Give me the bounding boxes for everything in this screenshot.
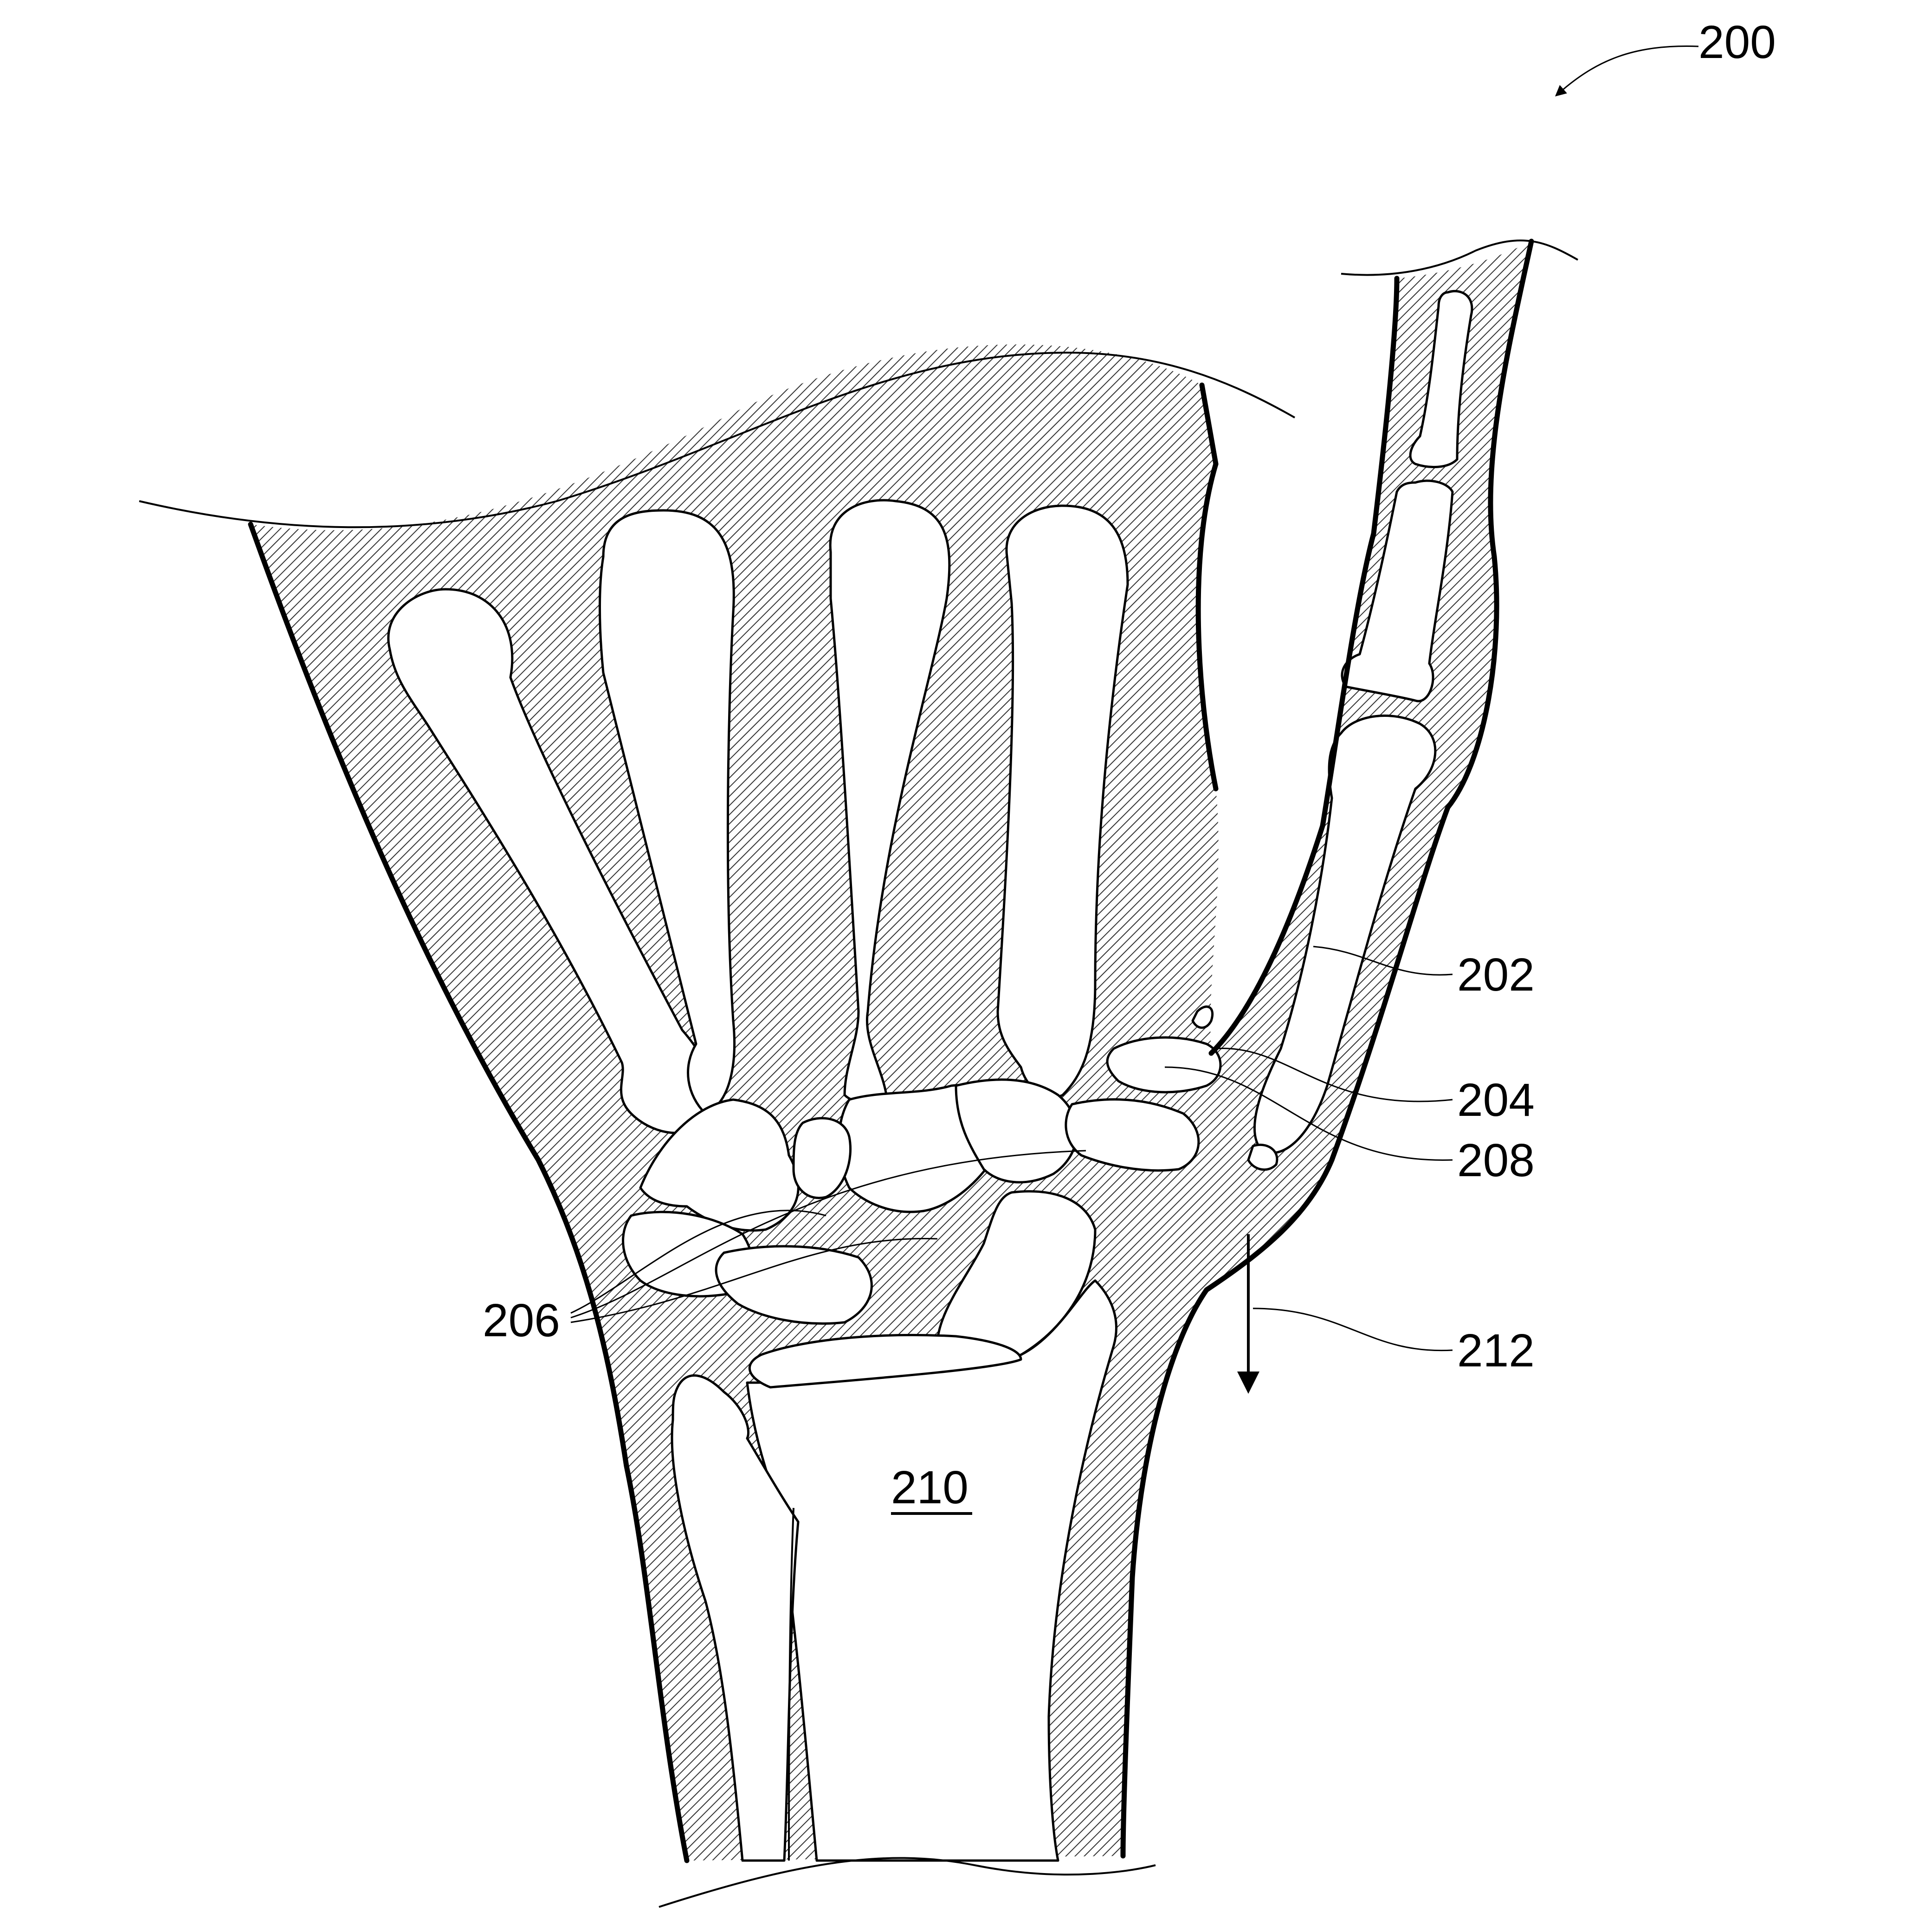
- carpal-distal-radius-row: [748, 1333, 1022, 1389]
- leader-202: [1313, 946, 1453, 976]
- metacarpal-3: [829, 499, 951, 1103]
- skin-outline-thumb-outer: [1329, 238, 1534, 1163]
- metacarpal-4: [599, 509, 736, 1115]
- carpal-trapezoid: [955, 1078, 1078, 1184]
- label-210: 210: [891, 1462, 968, 1513]
- ulna-inner-line: [788, 1507, 794, 1861]
- bone-chip: [1191, 1005, 1214, 1029]
- label-206: 206: [483, 1294, 560, 1346]
- skin-outline-finger-edge: [1195, 382, 1219, 792]
- label-202: 202: [1457, 949, 1535, 1001]
- label-200: 200: [1698, 16, 1776, 68]
- leader-206-a: [570, 1210, 826, 1314]
- cut-line-thumb: [1341, 239, 1578, 276]
- skin-outline-left: [248, 522, 690, 1863]
- label-204: 204: [1457, 1074, 1535, 1126]
- hand-soft-tissue: [251, 241, 1531, 1861]
- ulna: [671, 1374, 800, 1862]
- carpal-lunate: [715, 1245, 873, 1325]
- bone-chip-2: [1247, 1143, 1278, 1171]
- figure-ref-arrow: [1555, 45, 1699, 97]
- leader-212: [1252, 1307, 1453, 1352]
- carpal-trapezium: [1065, 1098, 1200, 1172]
- metacarpal-2: [996, 504, 1129, 1099]
- leader-206-b: [570, 1150, 1086, 1319]
- cut-line-hand: [139, 351, 1295, 528]
- label-208: 208: [1457, 1134, 1535, 1186]
- thumb-distal-phalanx: [1409, 290, 1473, 469]
- thumb-proximal-phalanx: [1341, 479, 1454, 702]
- leader-204: [1215, 1048, 1453, 1102]
- cut-line-forearm: [659, 1857, 1156, 1908]
- skin-outline-thumb-inner: [1208, 276, 1400, 1056]
- fracture-fragment-204: [1106, 1036, 1222, 1094]
- thumb-metacarpal-202: [1253, 715, 1437, 1154]
- label-212: 212: [1457, 1325, 1535, 1377]
- carpal-pisiform: [792, 1117, 852, 1199]
- leader-208: [1164, 1066, 1453, 1161]
- leader-206-c: [570, 1237, 938, 1323]
- skin-outline-right: [1120, 1157, 1335, 1859]
